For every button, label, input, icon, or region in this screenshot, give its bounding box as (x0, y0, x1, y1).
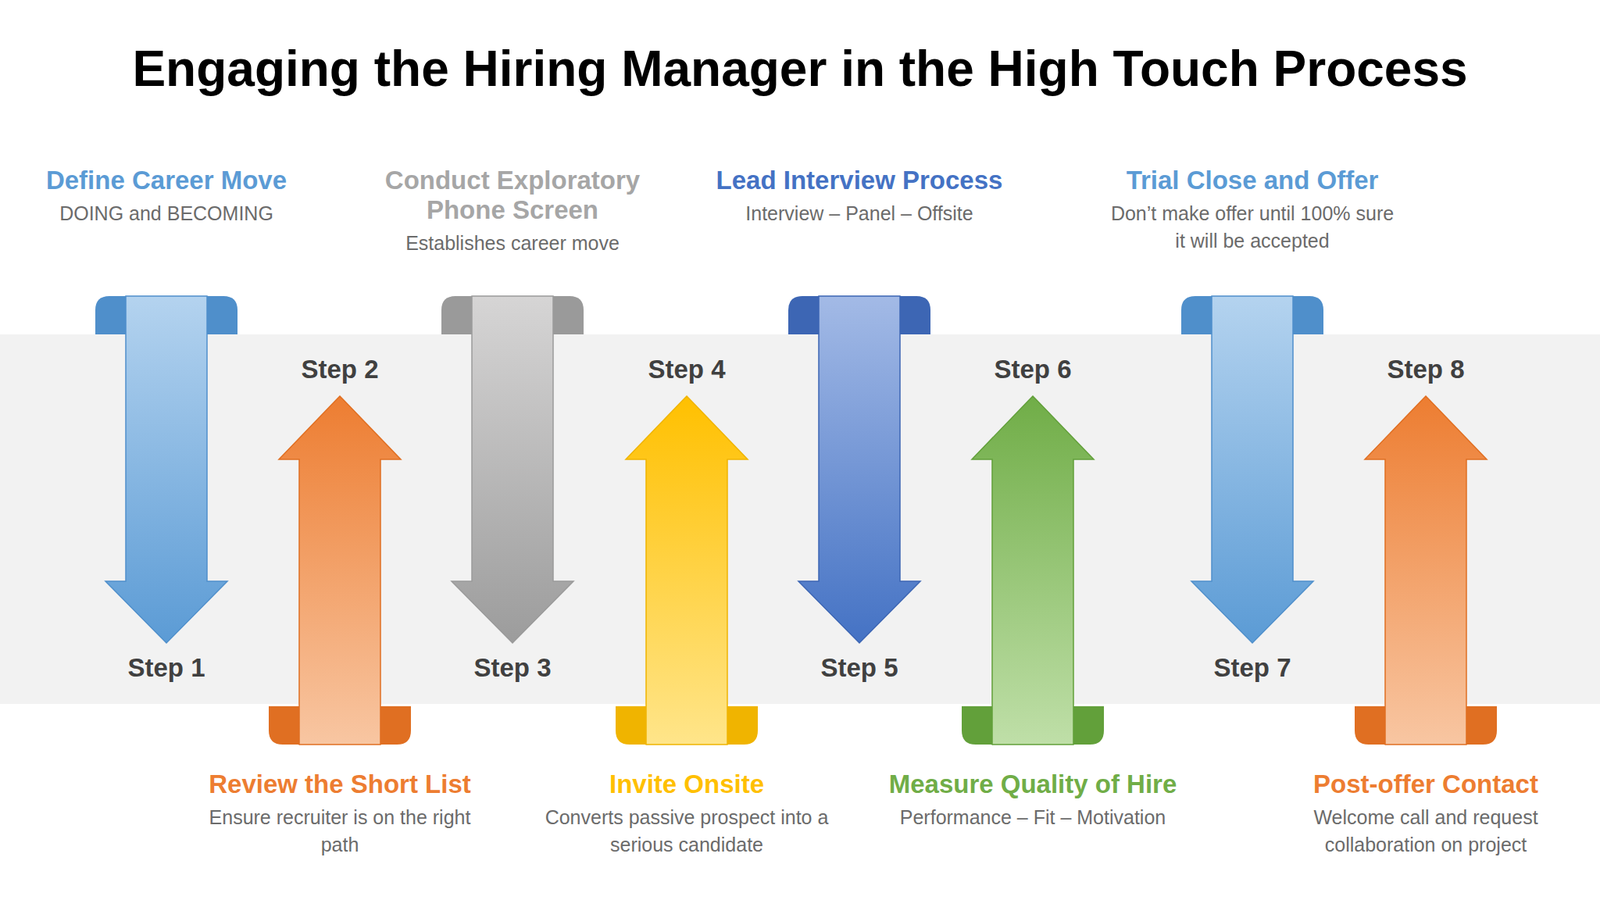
step-description: Don’t make offer until 100% sure it will… (1107, 200, 1397, 255)
arrow-curl (441, 296, 472, 335)
step-number: Step 4 (522, 354, 851, 385)
arrow-curl (615, 706, 647, 745)
step-description: Performance – Fit – Motivation (888, 803, 1178, 832)
step-text-block: Review the Short ListEnsure recruiter is… (175, 769, 504, 859)
arrow-graphic (348, 0, 677, 900)
step-heading: Conduct Exploratory Phone Screen (348, 165, 677, 225)
step-number: Step 3 (348, 653, 677, 683)
arrow-graphic (695, 0, 1024, 900)
arrow-body (625, 396, 748, 745)
step-arrow: Invite OnsiteConverts passive prospect i… (522, 0, 851, 900)
step-arrow: Post-offer ContactWelcome call and reque… (1261, 0, 1590, 900)
step-text-block: Measure Quality of HirePerformance – Fit… (868, 769, 1197, 832)
step-arrow: Review the Short ListEnsure recruiter is… (175, 0, 504, 900)
step-number: Step 7 (1088, 653, 1417, 683)
step-description: Interview – Panel – Offsite (714, 200, 1004, 228)
arrow-body (798, 296, 921, 643)
arrow-graphic (1088, 0, 1417, 900)
arrow-curl (900, 296, 931, 335)
arrow-curl (268, 706, 300, 745)
arrow-curl (1466, 706, 1497, 745)
step-number: Step 6 (868, 354, 1197, 385)
step-arrow: Conduct Exploratory Phone ScreenEstablis… (348, 0, 677, 900)
arrow-curl (727, 706, 758, 745)
step-text-block: Post-offer ContactWelcome call and reque… (1261, 769, 1590, 859)
arrow-body (451, 296, 574, 643)
step-heading: Post-offer Contact (1261, 769, 1590, 800)
step-arrow: Define Career MoveDOING and BECOMING Step… (2, 0, 331, 900)
arrow-graphic (1261, 0, 1590, 900)
arrow-graphic (175, 0, 504, 900)
step-text-block: Invite OnsiteConverts passive prospect i… (522, 769, 851, 859)
step-heading: Measure Quality of Hire (868, 769, 1197, 800)
step-number: Step 5 (695, 653, 1024, 683)
step-description: DOING and BECOMING (21, 200, 311, 228)
step-heading: Define Career Move (2, 165, 331, 196)
step-description: Welcome call and request collaboration o… (1281, 803, 1571, 859)
step-arrow: Lead Interview ProcessInterview – Panel … (695, 0, 1024, 900)
step-text-block: Trial Close and OfferDon’t make offer un… (1088, 165, 1417, 255)
arrow-body (278, 396, 401, 745)
gray-band (0, 334, 1600, 704)
step-heading: Review the Short List (175, 769, 504, 800)
step-arrow: Measure Quality of HirePerformance – Fit… (868, 0, 1197, 900)
arrow-body (105, 296, 228, 643)
arrow-curl (553, 296, 584, 335)
step-heading: Invite Onsite (522, 769, 851, 800)
step-text-block: Lead Interview ProcessInterview – Panel … (695, 165, 1024, 228)
arrow-body (1191, 296, 1314, 643)
step-text-block: Conduct Exploratory Phone ScreenEstablis… (348, 165, 677, 258)
arrow-curl (1292, 296, 1324, 335)
arrow-body (971, 396, 1094, 745)
arrow-body (1364, 396, 1487, 745)
step-text-block: Define Career MoveDOING and BECOMING (2, 165, 331, 228)
arrow-curl (207, 296, 238, 335)
arrow-curl (1354, 706, 1386, 745)
arrow-curl (380, 706, 411, 745)
diagram-title: Engaging the Hiring Manager in the High … (10, 40, 1590, 99)
step-heading: Trial Close and Offer (1088, 165, 1417, 196)
arrow-graphic (868, 0, 1197, 900)
arrow-curl (1181, 296, 1212, 335)
step-number: Step 2 (175, 354, 504, 385)
arrow-curl (961, 706, 993, 745)
step-description: Converts passive prospect into a serious… (542, 803, 832, 859)
step-description: Establishes career move (367, 229, 658, 258)
arrow-curl (95, 296, 126, 335)
step-arrow: Trial Close and OfferDon’t make offer un… (1088, 0, 1417, 900)
step-description: Ensure recruiter is on the right path (195, 803, 485, 859)
arrow-curl (1073, 706, 1104, 745)
arrow-graphic (2, 0, 331, 900)
step-number: Step 1 (2, 653, 331, 683)
arrow-graphic (522, 0, 851, 900)
step-heading: Lead Interview Process (695, 165, 1024, 196)
step-number: Step 8 (1261, 354, 1590, 385)
arrow-curl (788, 296, 819, 335)
